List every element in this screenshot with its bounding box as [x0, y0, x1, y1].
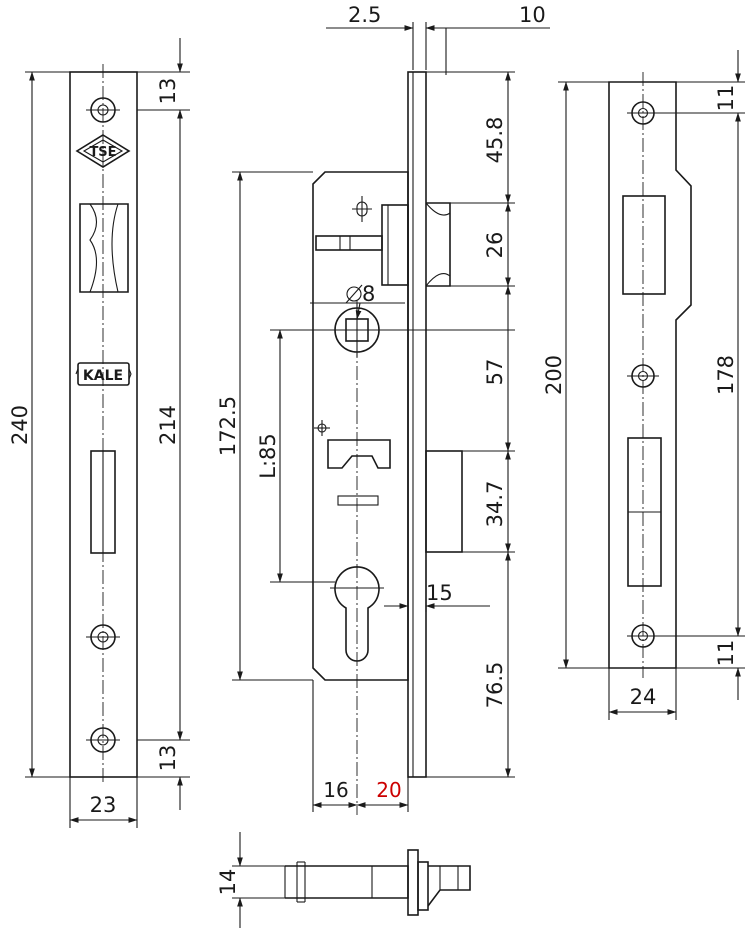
dim-l-85: L:85	[256, 433, 280, 479]
dim-172-5: 172.5	[216, 396, 240, 456]
strike-latch-opening	[622, 195, 666, 295]
faceplate-dimensions: 240 214 13 13 23	[8, 38, 190, 828]
body-screw-mark	[314, 420, 330, 436]
strike-screw-bottom	[627, 624, 659, 648]
dim-diameter-8: 8	[310, 282, 405, 320]
dim-24: 24	[630, 685, 657, 709]
dim-178: 178	[714, 355, 738, 395]
dim-240: 240	[8, 405, 32, 445]
faceplate-bolt-slot	[90, 450, 116, 554]
dim-8: 8	[362, 282, 375, 306]
faceplate-screw-mid	[86, 624, 120, 650]
faceplate-screw-bottom	[86, 727, 120, 753]
tse-logo: TSE	[75, 134, 131, 168]
strike-plate-dimensions: 200 178 11 11 24	[542, 50, 745, 720]
dim-13-top: 13	[156, 78, 180, 105]
dim-57: 57	[483, 359, 507, 386]
dim-200: 200	[542, 355, 566, 395]
faceplate-view: TSE KALE	[69, 64, 138, 785]
bolt-mechanism	[327, 439, 391, 506]
dim-11-top: 11	[714, 85, 738, 112]
dim-15: 15	[426, 581, 453, 605]
dim-76-5: 76.5	[483, 662, 507, 709]
dim-13-bottom: 13	[156, 745, 180, 772]
faceplate-screw-top	[86, 97, 120, 123]
dim-26: 26	[483, 232, 507, 259]
strike-bolt-opening	[627, 437, 662, 587]
strike-plate-view	[608, 72, 692, 678]
dead-bolt	[425, 450, 463, 553]
dim-214: 214	[156, 405, 180, 445]
top-view-dimensions: 14	[216, 832, 285, 928]
lock-body-view	[312, 71, 463, 815]
lock-body-dimensions: 45.8 26 57 34.7 76.5 172.5 L:85 8 15	[216, 71, 515, 812]
faceplate-latch-cutout	[79, 203, 129, 293]
dim-2-5: 2.5	[348, 3, 381, 27]
top-thickness-dimensions: 2.5 10	[326, 3, 550, 75]
dim-45-8: 45.8	[483, 117, 507, 164]
kale-logo: KALE	[75, 362, 132, 386]
dim-23: 23	[90, 793, 117, 817]
latch-bolt	[315, 196, 451, 287]
dim-34-7: 34.7	[483, 481, 507, 528]
strike-screw-mid	[627, 364, 659, 388]
kale-logo-text: KALE	[83, 368, 123, 384]
dim-10: 10	[519, 3, 546, 27]
dim-16: 16	[323, 778, 348, 802]
lock-top-view	[284, 849, 471, 916]
dim-11-bottom: 11	[714, 640, 738, 667]
tse-logo-text: TSE	[89, 145, 116, 160]
strike-screw-top	[627, 101, 659, 125]
dim-14: 14	[216, 869, 240, 896]
dim-20: 20	[376, 778, 401, 802]
